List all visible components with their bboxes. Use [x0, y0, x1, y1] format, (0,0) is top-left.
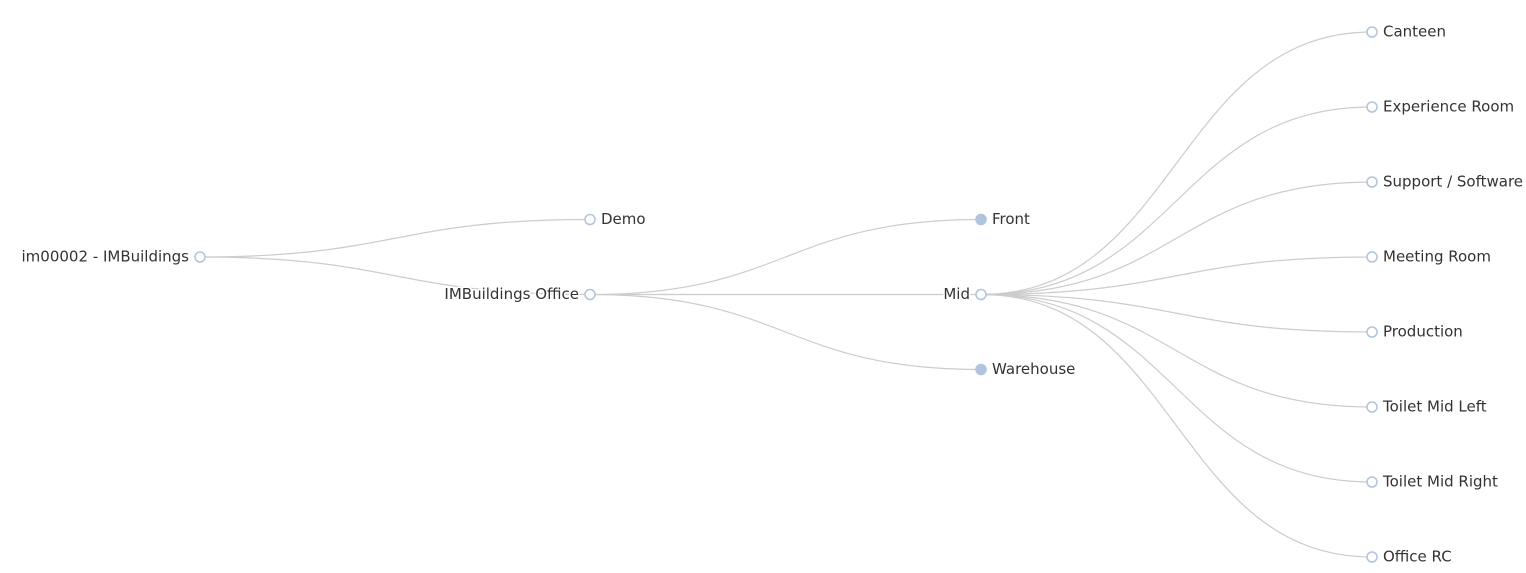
tree-node-label-warehouse[interactable]: Warehouse — [991, 359, 1077, 380]
tree-node-marker-toilet-mid-right[interactable] — [1366, 476, 1378, 488]
tree-node-label-toilet-mid-right[interactable]: Toilet Mid Right — [1381, 471, 1500, 492]
tree-link-mid-toilet-mid-left — [980, 293, 1373, 408]
tree-node-label-demo[interactable]: Demo — [600, 209, 648, 230]
tree-node-marker-experience-room[interactable] — [1366, 101, 1378, 113]
tree-node-front[interactable]: Front — [975, 209, 1032, 230]
tree-node-production[interactable]: Production — [1366, 321, 1465, 342]
tree-node-label-office[interactable]: IMBuildings Office — [443, 284, 581, 305]
tree-node-marker-meeting-room[interactable] — [1366, 251, 1378, 263]
tree-node-support-software[interactable]: Support / Software R — [1366, 171, 1526, 192]
tree-node-label-canteen[interactable]: Canteen — [1382, 21, 1448, 42]
tree-node-label-mid[interactable]: Mid — [942, 284, 972, 305]
tree-link-mid-toilet-mid-right — [980, 293, 1373, 483]
tree-link-office-front — [589, 218, 982, 296]
tree-node-label-toilet-mid-left[interactable]: Toilet Mid Left — [1381, 396, 1489, 417]
tree-node-marker-warehouse[interactable] — [975, 363, 987, 376]
tree-node-demo[interactable]: Demo — [584, 209, 648, 230]
tree-node-label-production[interactable]: Production — [1382, 321, 1465, 342]
tree-node-marker-production[interactable] — [1366, 326, 1378, 338]
tree-node-marker-canteen[interactable] — [1366, 26, 1378, 38]
tree-node-label-root[interactable]: im00002 - IMBuildings — [20, 246, 191, 267]
tree-node-marker-support-software[interactable] — [1366, 176, 1378, 188]
tree-node-toilet-mid-right[interactable]: Toilet Mid Right — [1366, 471, 1500, 492]
tree-link-root-office — [199, 256, 591, 296]
tree-node-marker-demo[interactable] — [584, 213, 596, 226]
tree-node-marker-root[interactable] — [194, 251, 206, 263]
tree-link-mid-meeting-room — [980, 256, 1373, 296]
tree-node-office[interactable]: IMBuildings Office — [443, 284, 596, 305]
tree-node-label-support-software[interactable]: Support / Software R — [1382, 171, 1526, 192]
tree-links — [199, 31, 1373, 558]
tree-link-mid-canteen — [980, 31, 1373, 296]
tree-node-meeting-room[interactable]: Meeting Room — [1366, 246, 1493, 267]
tree-node-marker-toilet-mid-left[interactable] — [1366, 401, 1378, 413]
tree-node-office-rc[interactable]: Office RC — [1366, 546, 1454, 567]
tree-link-office-warehouse — [589, 293, 982, 371]
tree-node-toilet-mid-left[interactable]: Toilet Mid Left — [1366, 396, 1489, 417]
tree-node-canteen[interactable]: Canteen — [1366, 21, 1448, 42]
tree-link-root-demo — [199, 218, 591, 258]
tree-node-marker-office-rc[interactable] — [1366, 551, 1378, 563]
tree-node-root[interactable]: im00002 - IMBuildings — [20, 246, 206, 267]
tree-node-label-office-rc[interactable]: Office RC — [1382, 546, 1454, 567]
tree-link-mid-production — [980, 293, 1373, 333]
tree-node-marker-mid[interactable] — [975, 288, 987, 301]
tree-node-marker-office[interactable] — [584, 288, 596, 301]
tree-link-mid-office-rc — [980, 293, 1373, 558]
tree-node-label-front[interactable]: Front — [991, 209, 1032, 230]
tree-node-warehouse[interactable]: Warehouse — [975, 359, 1077, 380]
tree-node-marker-front[interactable] — [975, 213, 987, 226]
tree-link-mid-support-software — [980, 181, 1373, 296]
tree-link-mid-experience-room — [980, 106, 1373, 296]
tree-node-label-experience-room[interactable]: Experience Room — [1382, 96, 1516, 117]
tree-node-mid[interactable]: Mid — [942, 284, 987, 305]
tree-node-experience-room[interactable]: Experience Room — [1366, 96, 1516, 117]
tree-node-label-meeting-room[interactable]: Meeting Room — [1382, 246, 1493, 267]
